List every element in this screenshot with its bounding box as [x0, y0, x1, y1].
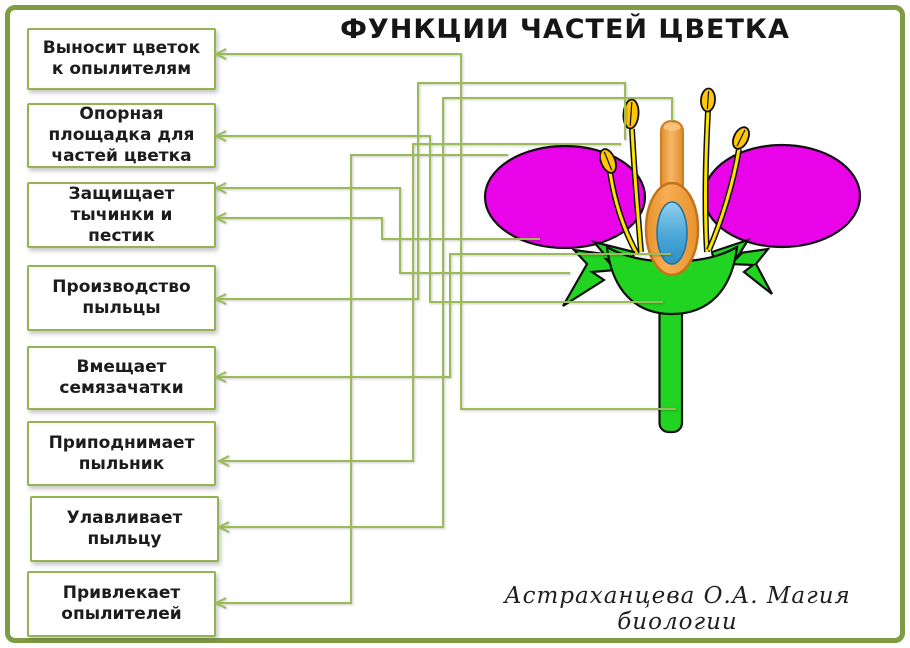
function-box-filament: Приподнимает пыльник — [27, 421, 216, 486]
attribution-text: Астраханцева О.А. Магия биологии — [504, 583, 851, 635]
function-box-label: Выносит цветок к опылителям — [42, 38, 201, 79]
function-box-anther: Производство пыльцы — [27, 265, 216, 331]
arrowhead-icon — [213, 293, 227, 305]
anther-slit — [706, 90, 710, 110]
stamen-left-inner — [622, 98, 644, 253]
anther-slit — [629, 101, 633, 127]
function-box-petals: Привлекает опылителей — [27, 571, 216, 637]
receptacle-cup — [605, 244, 739, 316]
filament — [702, 110, 711, 253]
ovule — [656, 201, 688, 265]
anther-slit — [736, 129, 746, 147]
connector-anther — [216, 82, 626, 300]
arrowhead-icon — [216, 521, 230, 533]
function-box-pedicel: Выносит цветок к опылителям — [27, 28, 216, 90]
sepal-right — [710, 237, 773, 295]
page-title: ФУНКЦИИ ЧАСТЕЙ ЦВЕТКА — [340, 14, 790, 45]
function-box-label: Защищает тычинки и пестик — [68, 183, 175, 246]
anther-icon — [700, 87, 716, 113]
connector-petal — [216, 217, 540, 240]
flower-illustration — [483, 87, 862, 434]
function-box-label: Опорная площадка для частей цветка — [48, 104, 195, 166]
arrowhead-icon — [213, 130, 227, 142]
function-box-label: Производство пыльцы — [52, 277, 191, 318]
arrowhead-icon — [213, 597, 227, 609]
filament — [630, 128, 643, 253]
connector-ovary — [216, 253, 671, 378]
connector-receptacle — [216, 135, 663, 303]
petal-right — [702, 143, 862, 249]
connector-lines — [213, 48, 676, 609]
filament — [703, 110, 710, 253]
function-box-stigma: Улавливает пыльцу — [30, 496, 219, 562]
connector-filament — [219, 143, 621, 462]
arrowhead-icon — [213, 212, 227, 224]
function-box-receptacle: Опорная площадка для частей цветка — [27, 103, 216, 168]
arrowhead-icon — [213, 182, 227, 194]
stigma-cap — [663, 123, 681, 131]
filament — [629, 128, 644, 253]
arrowhead-icon — [213, 48, 227, 60]
connector-petal — [216, 154, 508, 604]
filament — [706, 148, 742, 252]
function-box-sepals: Защищает тычинки и пестик — [27, 182, 216, 248]
sepal-left — [562, 240, 636, 307]
connector-sepal — [216, 187, 570, 274]
function-box-label: Привлекает опылителей — [61, 583, 182, 624]
anther-icon — [622, 98, 640, 130]
ovary — [644, 181, 700, 277]
filament — [707, 148, 741, 251]
connector-pedicel — [216, 53, 676, 410]
stamen-left-outer — [599, 148, 640, 256]
stamen-right-outer — [706, 126, 750, 252]
anther-icon — [732, 126, 750, 150]
function-box-label: Вмещает семязачатки — [59, 357, 184, 398]
function-box-ovary: Вмещает семязачатки — [27, 346, 216, 410]
arrowhead-icon — [216, 455, 230, 467]
pedicel-stem — [658, 296, 684, 434]
pistil-style — [660, 120, 684, 262]
arrowhead-icon — [213, 371, 227, 383]
connector-stigma — [219, 97, 673, 528]
stamen-right-inner — [700, 87, 716, 253]
anther-slit — [603, 151, 613, 171]
function-box-label: Приподнимает пыльник — [48, 432, 195, 474]
function-box-label: Улавливает пыльцу — [66, 508, 183, 549]
filament — [608, 171, 639, 255]
petal-left — [483, 144, 647, 250]
filament — [607, 171, 640, 256]
anther-icon — [599, 148, 617, 174]
